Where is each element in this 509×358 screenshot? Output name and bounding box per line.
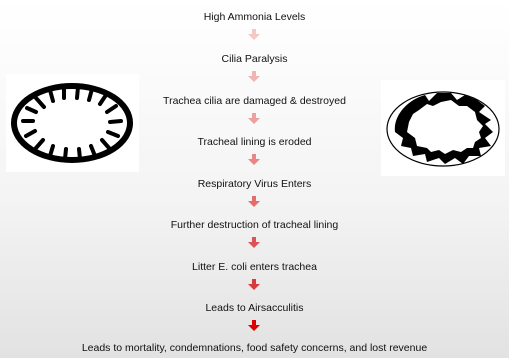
down-arrow-icon <box>248 279 260 290</box>
down-arrow-icon <box>248 71 260 82</box>
step-5-text: Respiratory Virus Enters <box>0 178 509 191</box>
step-9-text: Leads to mortality, condemnations, food … <box>0 342 509 355</box>
step-2-text: Cilia Paralysis <box>0 53 509 66</box>
down-arrow-icon <box>248 196 260 207</box>
down-arrow-icon <box>248 320 260 331</box>
step-4-text: Tracheal lining is eroded <box>0 136 509 149</box>
step-6-text: Further destruction of tracheal lining <box>0 219 509 232</box>
trachea-cross-section-illustration <box>6 74 139 172</box>
step-7-text: Litter E. coli enters trachea <box>0 261 509 274</box>
healthy-trachea-image <box>6 74 139 172</box>
down-arrow-icon <box>248 154 260 165</box>
step-8-text: Leads to Airsacculitis <box>0 302 509 315</box>
down-arrow-icon <box>248 237 260 248</box>
down-arrow-icon <box>248 113 260 124</box>
step-3-text: Trachea cilia are damaged & destroyed <box>0 95 509 108</box>
down-arrow-icon <box>248 29 260 40</box>
step-1-text: High Ammonia Levels <box>0 11 509 24</box>
